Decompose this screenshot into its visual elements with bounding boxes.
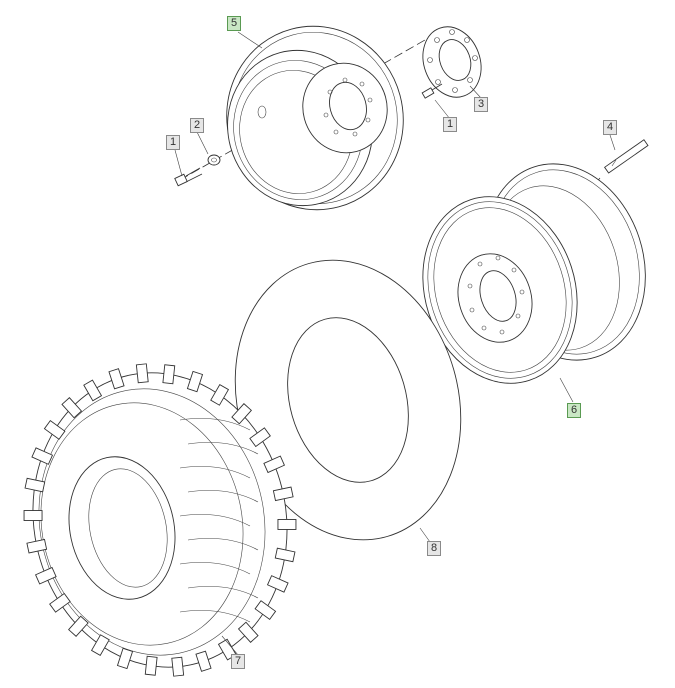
tread-lug: [24, 477, 46, 493]
callout-2[interactable]: 2: [190, 118, 204, 133]
tread-lug: [254, 600, 277, 621]
tread-lug: [108, 368, 125, 390]
rim-upper: [226, 25, 404, 211]
callout-8[interactable]: 8: [427, 541, 441, 556]
tread-lug: [49, 592, 71, 613]
callout-1-right[interactable]: 1: [443, 117, 457, 132]
tread-lug: [272, 486, 294, 502]
callout-1-left[interactable]: 1: [166, 135, 180, 150]
tread-lug: [274, 547, 296, 563]
tread-bar: [179, 562, 251, 575]
tractor-tire: [23, 363, 297, 677]
hub-bolt: [421, 83, 443, 99]
callout-3[interactable]: 3: [474, 97, 488, 112]
callout-7[interactable]: 7: [231, 654, 245, 669]
tread-lug: [210, 383, 230, 406]
tread-lug: [162, 364, 176, 385]
tread-lug: [277, 519, 297, 530]
tread-lug: [26, 538, 48, 554]
tread-lug: [90, 634, 110, 657]
tread-lug: [263, 455, 286, 474]
tread-lug: [23, 510, 43, 521]
tread-bar: [187, 490, 259, 503]
tread-lug: [237, 621, 259, 643]
wheel-nut: [207, 154, 221, 166]
tread-lug: [266, 575, 289, 593]
tread-bar: [187, 442, 259, 455]
tread-lug: [231, 403, 252, 425]
tread-bar: [187, 538, 259, 551]
tread-bar: [179, 418, 251, 431]
tread-lug: [186, 370, 204, 393]
valve-stud: [603, 139, 649, 174]
tread-lug: [195, 650, 212, 672]
tread-lug: [144, 655, 158, 676]
tread-lug: [34, 566, 57, 585]
tread-bar: [187, 586, 259, 599]
wheel-bolt: [174, 167, 203, 187]
callout-5[interactable]: 5: [227, 16, 241, 31]
tread-lug: [135, 363, 149, 384]
callout-6[interactable]: 6: [567, 403, 581, 418]
hub-ring: [422, 26, 482, 98]
tread-bar: [179, 466, 251, 479]
tread-lug: [116, 647, 134, 670]
tread-bar: [179, 514, 251, 527]
tread-lug: [68, 615, 89, 637]
rim-lower: [422, 163, 646, 384]
tread-lug: [83, 379, 103, 402]
tread-bar: [179, 610, 251, 623]
tread-lug: [249, 427, 271, 448]
tread-lug: [61, 397, 83, 419]
tread-lug: [171, 656, 185, 677]
leader-lines: [174, 31, 616, 656]
callout-4[interactable]: 4: [603, 120, 617, 135]
tread-lug: [31, 447, 54, 465]
tread-lug: [43, 419, 66, 440]
